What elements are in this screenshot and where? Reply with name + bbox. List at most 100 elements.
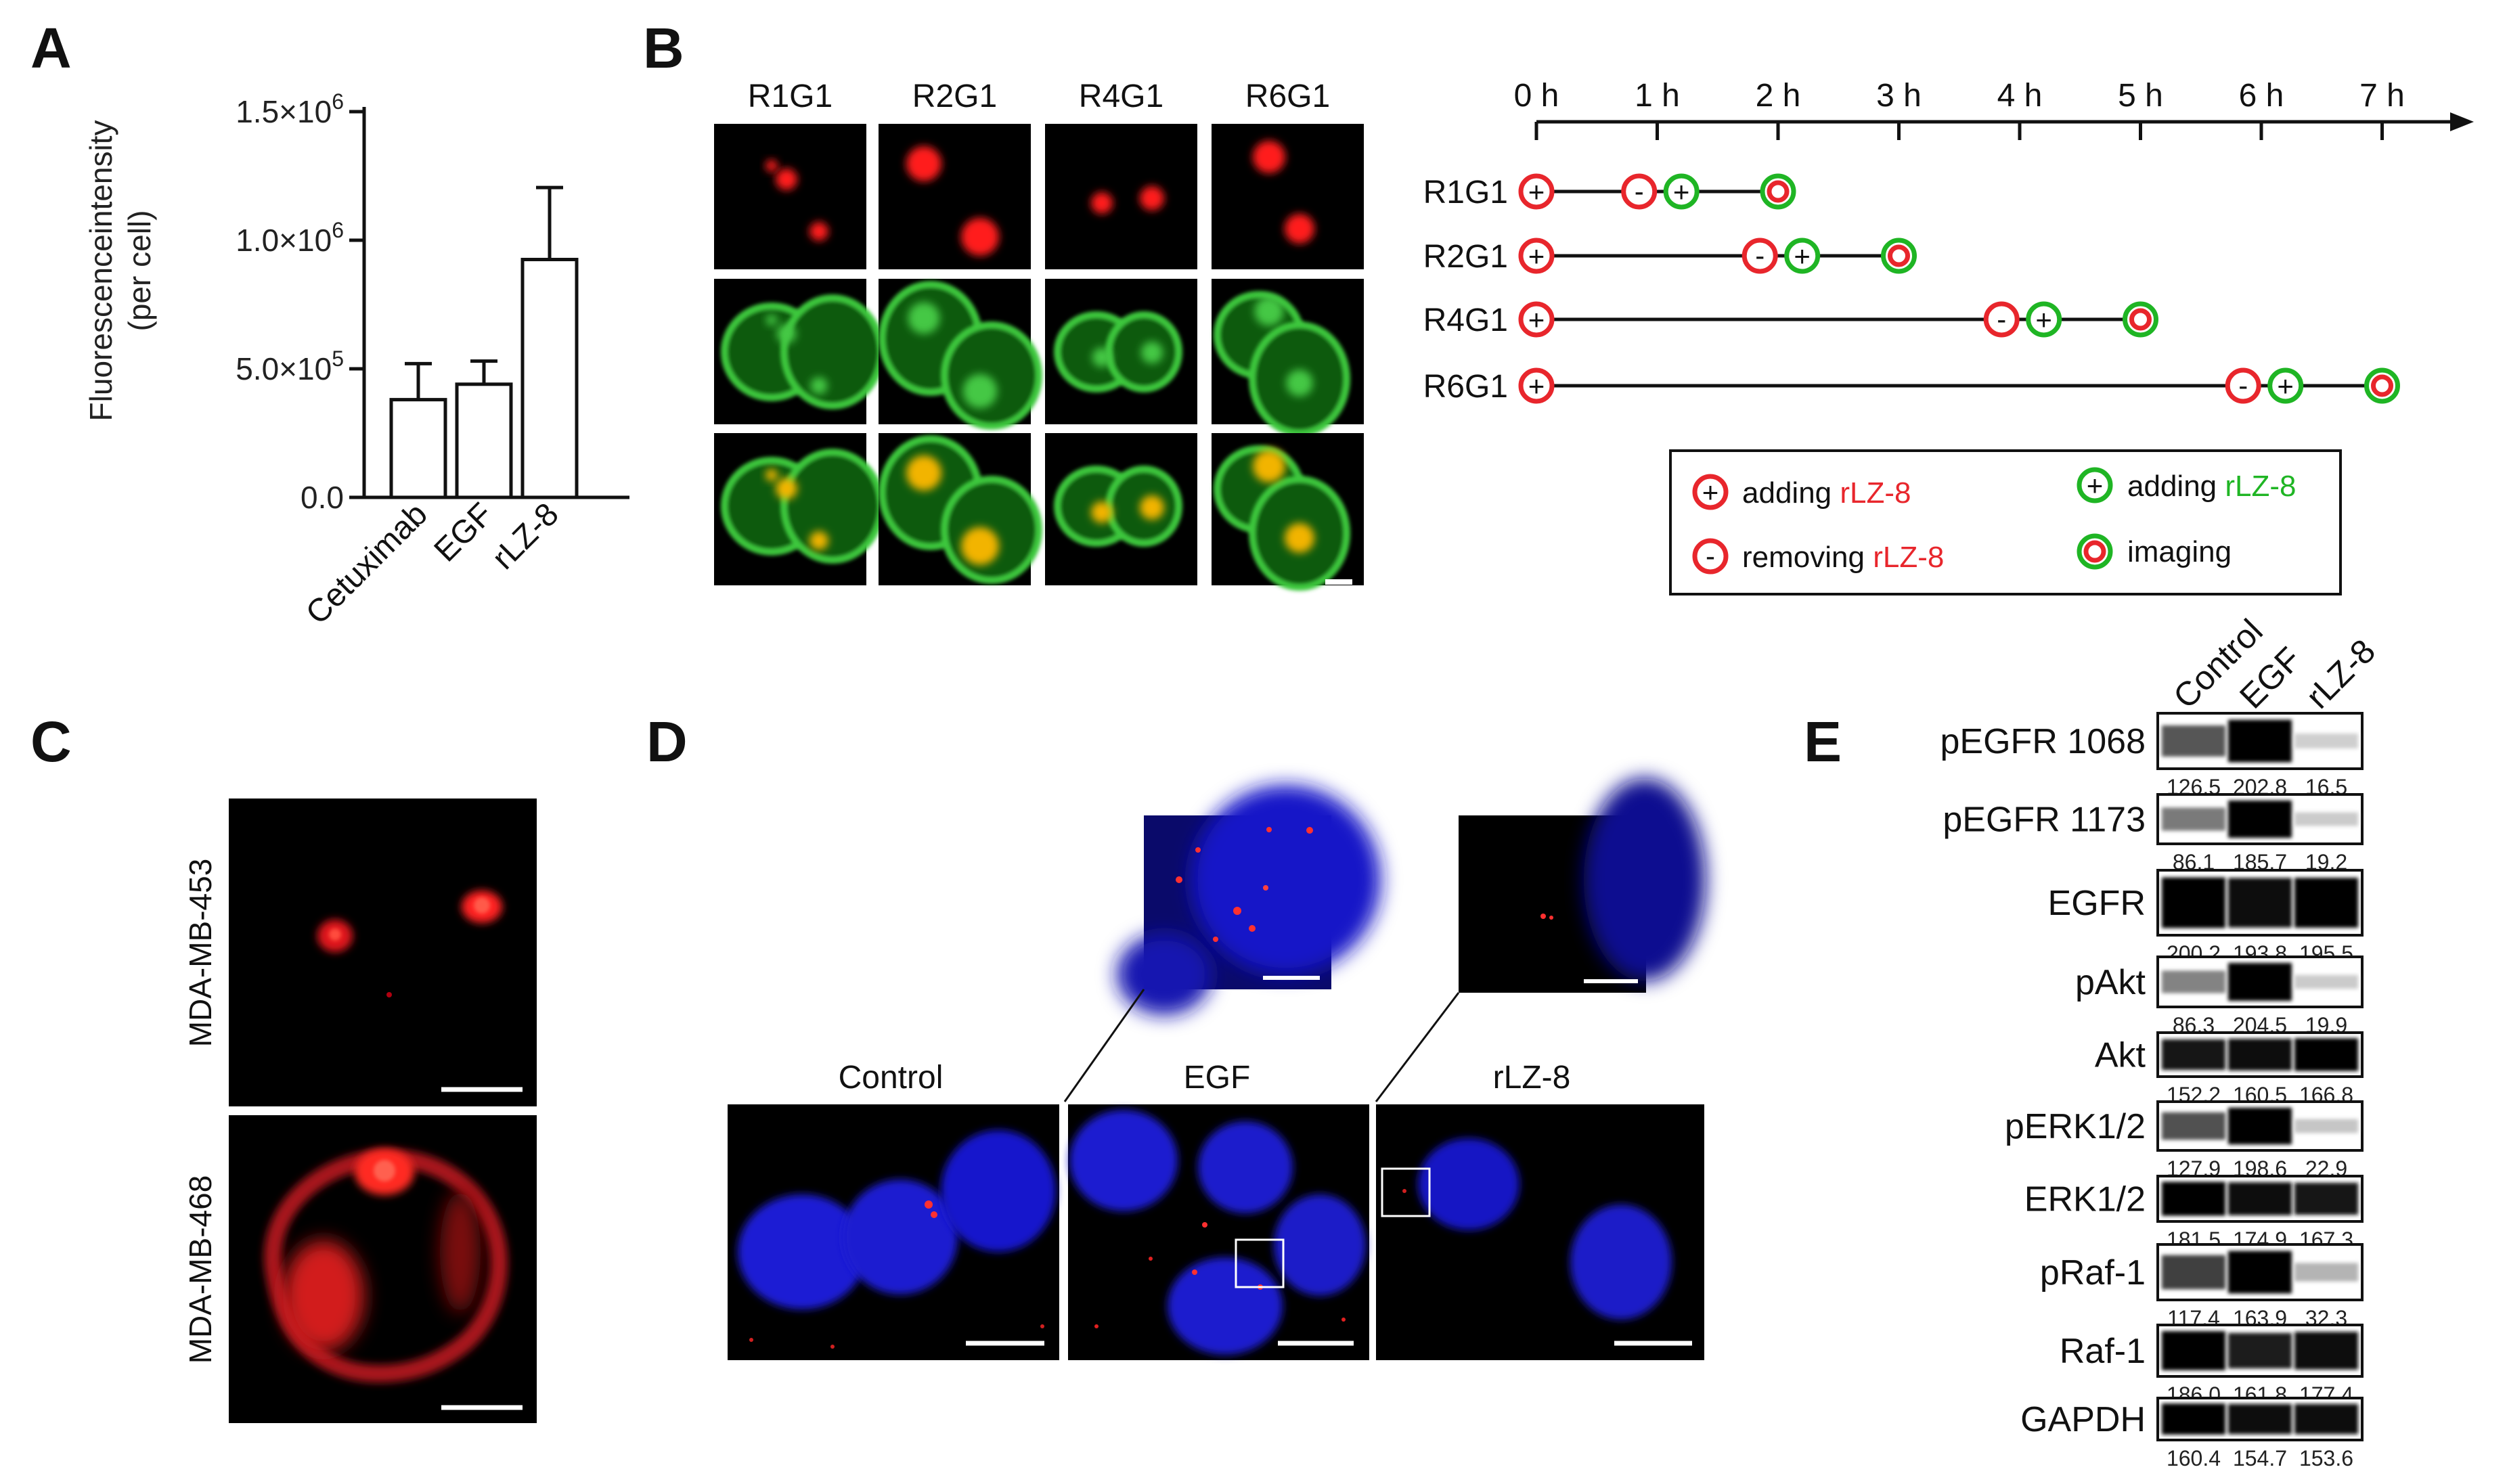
time-tick-label: 7 h xyxy=(2359,78,2405,114)
egf-label: EGF xyxy=(1184,1060,1251,1096)
protein-label: pERK1/2 xyxy=(2005,1107,2146,1146)
blot-band xyxy=(2228,719,2292,763)
add-green-plus-icon: + xyxy=(2267,367,2304,404)
panel-label-c: C xyxy=(30,710,72,773)
y-tick-label: 1.5×106 xyxy=(236,89,344,129)
blot-band xyxy=(2228,1107,2292,1145)
blot-band xyxy=(2228,962,2292,1002)
panel-label-e: E xyxy=(1804,710,1842,773)
rlz8-zoom-region-box xyxy=(1381,1167,1431,1217)
remove-red-minus-icon: - xyxy=(1621,173,1658,210)
protein-label: pEGFR 1068 xyxy=(1940,722,2146,761)
svg-text:-: - xyxy=(1997,303,2006,335)
rlz8-zoom-connector xyxy=(1375,992,1460,1102)
signal-blob xyxy=(776,478,797,499)
time-tick-label: 6 h xyxy=(2239,78,2284,114)
signal-blob xyxy=(766,469,778,481)
signal-blob xyxy=(961,218,999,256)
control-nuclei xyxy=(738,1130,1056,1349)
timeline-legend: + adding rLZ-8 + adding rLZ-8 - removing… xyxy=(1669,449,2342,595)
blot-band xyxy=(2162,807,2225,831)
legend-adding-green: adding rLZ-8 xyxy=(2127,470,2297,503)
bar xyxy=(455,382,513,499)
signal-blob xyxy=(906,455,941,491)
band-value: 153.6 xyxy=(2299,1446,2353,1470)
control-label: Control xyxy=(839,1060,944,1096)
blot-band xyxy=(2162,1112,2225,1140)
mda-mb-468-label: MDA-MB-468 xyxy=(183,1175,218,1364)
signal-blob xyxy=(962,374,998,409)
imaging-target-icon xyxy=(2123,301,2158,338)
add-green-plus-icon: + xyxy=(2026,301,2062,338)
svg-text:+: + xyxy=(2087,470,2104,501)
rlz8-label: rLZ-8 xyxy=(1493,1060,1571,1096)
signal-blob xyxy=(1285,214,1314,244)
red-channel-image xyxy=(1212,124,1364,269)
blot-band xyxy=(2228,1332,2292,1369)
blot-band xyxy=(2294,733,2358,749)
bar xyxy=(520,258,579,499)
protein-label: pAkt xyxy=(2075,963,2146,1002)
signal-blob xyxy=(961,527,999,565)
signal-blob xyxy=(1253,450,1285,482)
blot-band xyxy=(2228,1251,2292,1294)
blot-band xyxy=(2294,1403,2358,1435)
add-green-plus-icon: + xyxy=(2077,467,2113,503)
signal-blob xyxy=(908,302,940,334)
blot-band xyxy=(2294,1332,2358,1370)
svg-text:+: + xyxy=(1528,240,1545,272)
signal-blob xyxy=(1091,192,1113,214)
signal-blob xyxy=(776,168,797,190)
protein-label: Raf-1 xyxy=(2060,1332,2146,1371)
mda-mb-453-signal xyxy=(317,891,502,997)
column-header: R4G1 xyxy=(1079,78,1163,114)
remove-red-minus-icon: - xyxy=(1741,238,1778,274)
signal-blob xyxy=(766,314,778,326)
egf-zoom-connector xyxy=(1063,989,1145,1102)
svg-text:+: + xyxy=(1794,240,1811,272)
add-green-plus-icon: + xyxy=(1784,238,1821,274)
legend-adding-red: adding rLZ-8 xyxy=(1742,476,1911,510)
svg-text:+: + xyxy=(2035,304,2052,336)
signal-blob xyxy=(776,323,797,344)
timeline-row-label: R2G1 xyxy=(1423,239,1508,275)
svg-text:+: + xyxy=(2277,370,2294,402)
column-header: R1G1 xyxy=(748,78,833,114)
panel-label-d: D xyxy=(646,710,688,773)
signal-blob xyxy=(1140,341,1163,364)
svg-text:+: + xyxy=(1528,370,1545,402)
blot-band xyxy=(2294,1038,2358,1071)
y-axis-title-line2: (per cell) xyxy=(122,210,157,332)
cell-outline xyxy=(941,476,1042,584)
x-tick-label: EGF xyxy=(428,496,500,568)
blot-band xyxy=(2294,974,2358,989)
signal-blob xyxy=(1285,523,1314,553)
bars xyxy=(389,185,579,499)
blot-band xyxy=(2162,725,2225,757)
bar xyxy=(389,398,447,499)
blot-band xyxy=(2228,878,2292,928)
blot-band xyxy=(2162,970,2225,993)
signal-blob xyxy=(1091,501,1113,523)
signal-blob xyxy=(1253,141,1285,173)
add-red-plus-icon: + xyxy=(1518,367,1555,404)
legend-removing-red: removing rLZ-8 xyxy=(1742,541,1944,574)
y-tick-label: 5.0×105 xyxy=(236,346,344,386)
rlz8-zoom-signal xyxy=(1540,778,1706,981)
svg-text:-: - xyxy=(1706,540,1715,572)
time-tick-label: 3 h xyxy=(1876,78,1922,114)
blot-band xyxy=(2162,1331,2225,1370)
band-value: 160.4 xyxy=(2167,1446,2221,1470)
blot-band xyxy=(2294,1263,2358,1282)
blot-band xyxy=(2228,1182,2292,1215)
blot-band xyxy=(2162,1403,2225,1435)
remove-red-minus-icon: - xyxy=(2225,367,2261,404)
egf-zoom-region-box xyxy=(1235,1238,1285,1288)
signal-blob xyxy=(809,222,828,241)
svg-text:+: + xyxy=(1673,176,1690,208)
signal-blob xyxy=(1286,369,1313,397)
